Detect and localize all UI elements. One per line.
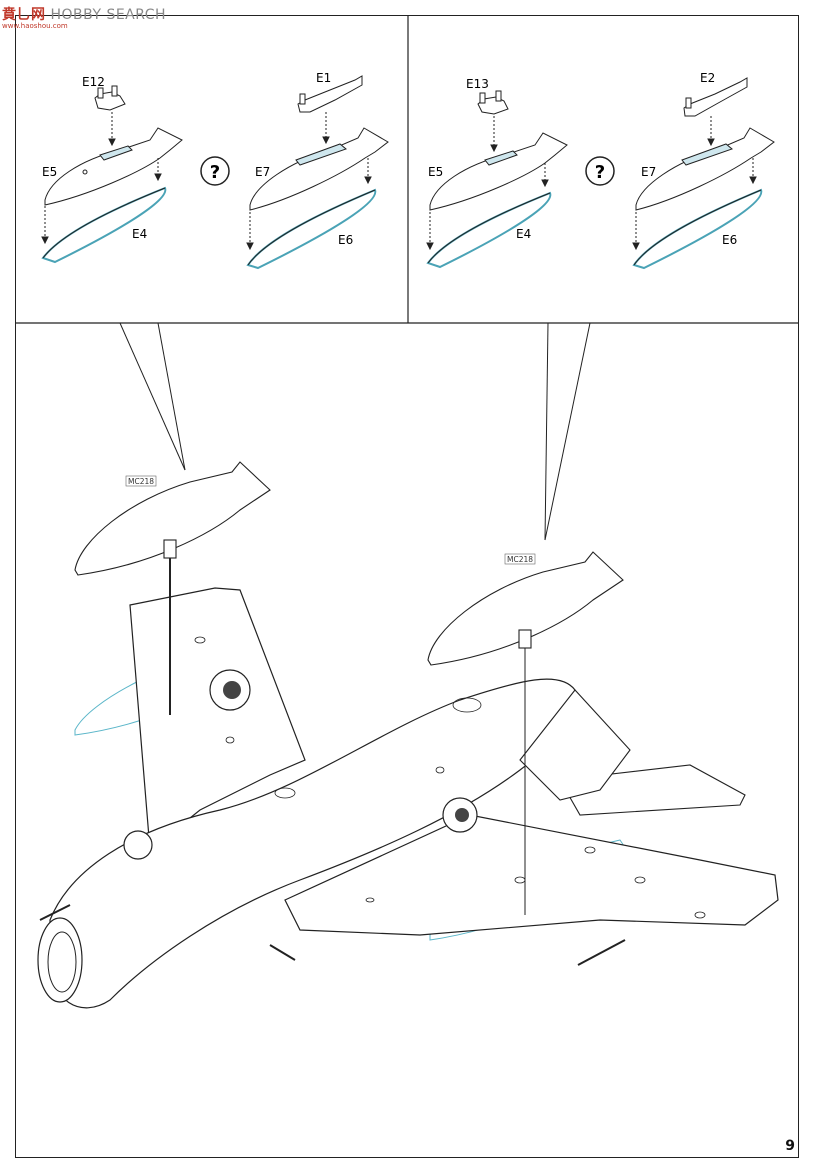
page-frame	[15, 15, 799, 1158]
choice-symbol-left: ?	[210, 162, 220, 183]
label-left-a-top: E12	[82, 75, 105, 89]
left-option-b-assembly	[246, 75, 389, 270]
nose-intake	[37, 917, 83, 1003]
label-left-b-upper: E7	[255, 165, 270, 179]
choice-icon-right: ?	[585, 156, 615, 186]
label-left-b-top: E1	[316, 71, 331, 85]
right-option-b-assembly	[632, 77, 775, 270]
choice-symbol-right: ?	[595, 162, 605, 183]
callout-pointers	[119, 322, 591, 541]
label-left-b-lower: E6	[338, 233, 353, 247]
right-option-a-assembly	[426, 90, 568, 269]
nose-wheel	[123, 830, 153, 860]
watermark-site-cn: 賁乚网	[2, 7, 46, 23]
label-right-b-top: E2	[700, 71, 715, 85]
left-option-a-assembly	[41, 85, 183, 264]
tank-label-right: MC218	[507, 555, 533, 564]
site-watermark: 賁乚网 HOBBY SEARCH www.haoshou.com	[2, 4, 167, 30]
label-left-a-lower: E4	[132, 227, 147, 241]
right-wing	[284, 814, 779, 936]
page-number: 9	[785, 1138, 795, 1154]
label-right-a-top: E13	[466, 77, 489, 91]
drop-tank-right	[427, 551, 624, 666]
drop-tank-left	[74, 461, 271, 576]
label-left-a-upper: E5	[42, 165, 57, 179]
label-right-a-upper: E5	[428, 165, 443, 179]
label-right-b-upper: E7	[641, 165, 656, 179]
choice-icon-left: ?	[200, 156, 230, 186]
label-right-b-lower: E6	[722, 233, 737, 247]
tank-label-left: MC218	[128, 477, 154, 486]
label-right-a-lower: E4	[516, 227, 531, 241]
watermark-site-en: HOBBY SEARCH	[50, 7, 167, 23]
watermark-url: www.haoshou.com	[2, 22, 68, 30]
pylons-and-guns	[39, 545, 626, 966]
vertical-tail	[519, 689, 631, 801]
